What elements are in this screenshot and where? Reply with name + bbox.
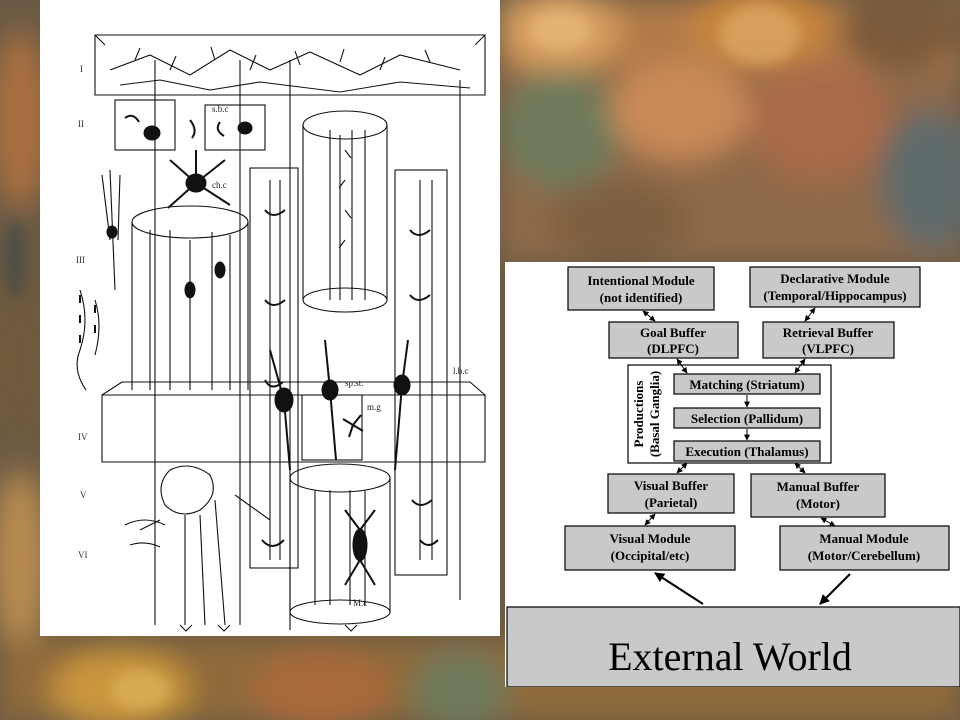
declarative-module: Declarative Module (Temporal/Hippocampus…: [749, 266, 921, 308]
cortical-column-illustration: I II III IV V VI s.b.c: [40, 0, 500, 636]
layer-label-5: V: [80, 490, 87, 500]
visual-buffer-title: Visual Buffer: [634, 478, 708, 493]
execution-label: Execution (Thalamus): [685, 444, 808, 459]
productions-region-label: (Basal Ganglia): [647, 371, 662, 457]
layer-label-6: VI: [78, 550, 88, 560]
manual-buffer: Manual Buffer (Motor): [750, 473, 886, 518]
cylinder-lower: M.c: [289, 463, 391, 625]
manual-buffer-title: Manual Buffer: [777, 479, 860, 494]
intentional-module-region: (not identified): [600, 290, 683, 305]
external-world-arrows: [654, 572, 851, 605]
matching-box: [673, 373, 821, 395]
module-buffer-arrows-bottom: [644, 513, 836, 527]
visual-buffer: Visual Buffer (Parietal): [607, 473, 735, 514]
manual-module-region: (Motor/Cerebellum): [808, 548, 920, 563]
act-r-architecture-diagram: Intentional Module (not identified) Decl…: [505, 262, 960, 687]
tag-sbc: s.b.c: [212, 104, 229, 114]
vertical-fibers: [154, 60, 461, 630]
intentional-module-title: Intentional Module: [587, 273, 694, 288]
visual-module: Visual Module (Occipital/etc): [564, 525, 736, 571]
layer-label-3: III: [76, 255, 85, 265]
manual-module: Manual Module (Motor/Cerebellum): [779, 525, 950, 571]
layer-label-1: I: [80, 64, 83, 74]
tag-mc: M.c: [353, 598, 367, 608]
declarative-module-title: Declarative Module: [780, 271, 890, 286]
layer-1-slab: [94, 34, 486, 96]
retrieval-buffer-region: (VLPFC): [802, 341, 854, 356]
manual-buffer-region: (Motor): [796, 496, 840, 511]
external-world-label: External World: [608, 634, 852, 679]
productions-label: Productions: [631, 381, 646, 448]
visual-module-title: Visual Module: [610, 531, 691, 546]
buffer-production-arrows: [676, 358, 806, 474]
tag-lbc: l.b.c: [453, 366, 469, 376]
cylinder-upper: [302, 110, 388, 313]
intentional-module: Intentional Module (not identified): [567, 266, 715, 311]
visual-buffer-region: (Parietal): [645, 495, 698, 510]
tag-spst: sp.st.: [345, 378, 364, 388]
goal-buffer-region: (DLPFC): [647, 341, 699, 356]
layer-label-4: IV: [78, 432, 88, 442]
declarative-module-region: (Temporal/Hippocampus): [763, 288, 906, 303]
layer-labels: I II III IV V VI: [76, 64, 88, 560]
execution-box: [673, 440, 821, 462]
cylinder-left: ch.c: [131, 150, 249, 390]
layer-4-slab: sp.st. m.g l.b.c: [101, 339, 486, 471]
external-world: External World: [506, 606, 960, 687]
layer-label-2: II: [78, 119, 84, 129]
retrieval-buffer: Retrieval Buffer (VLPFC): [762, 321, 895, 359]
retrieval-buffer-title: Retrieval Buffer: [783, 325, 874, 340]
layer-5-6-cells: [124, 465, 358, 632]
goal-buffer: Goal Buffer (DLPFC): [608, 321, 739, 359]
column-boxes: [249, 167, 448, 576]
productions-region: Productions (Basal Ganglia) Matching (St…: [627, 364, 832, 464]
goal-buffer-title: Goal Buffer: [640, 325, 706, 340]
tag-mg: m.g: [367, 402, 381, 412]
matching-label: Matching (Striatum): [689, 377, 804, 392]
selection-box: [673, 407, 821, 429]
left-edge-neurons: [76, 169, 121, 391]
visual-module-region: (Occipital/etc): [611, 548, 690, 563]
module-buffer-arrows-top: [642, 307, 816, 322]
selection-label: Selection (Pallidum): [691, 411, 803, 426]
manual-module-title: Manual Module: [819, 531, 908, 546]
layer-2-cubes: s.b.c: [114, 99, 266, 151]
tag-chc: ch.c: [212, 180, 227, 190]
